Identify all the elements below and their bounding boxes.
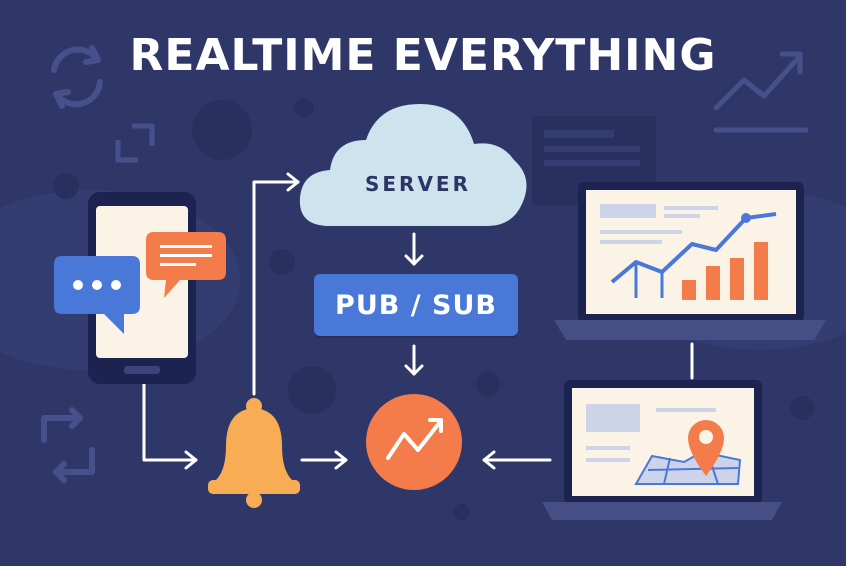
laptop-icon	[542, 380, 782, 520]
bell-icon	[208, 398, 300, 508]
server-cloud	[299, 104, 527, 226]
trend-arrow-icon	[366, 394, 462, 490]
page-title: REALTIME EVERYTHING	[129, 30, 717, 81]
arrow-bell-to-server	[252, 180, 300, 396]
trend-chart-icon	[713, 51, 809, 133]
laptop-icon	[554, 182, 826, 340]
pubsub-label: PUB / SUB	[335, 289, 497, 321]
connectors	[142, 172, 694, 470]
map-pin-icon	[688, 420, 724, 476]
chat-bubble-icon	[54, 256, 140, 334]
pubsub-box: PUB / SUB	[314, 274, 518, 336]
arrow-phone-to-bell	[142, 382, 198, 462]
square-icon	[115, 123, 155, 163]
refresh-icon	[41, 407, 95, 483]
server-label: SERVER	[364, 172, 471, 196]
refresh-icon	[51, 45, 103, 109]
message-bubble-icon	[146, 232, 226, 298]
